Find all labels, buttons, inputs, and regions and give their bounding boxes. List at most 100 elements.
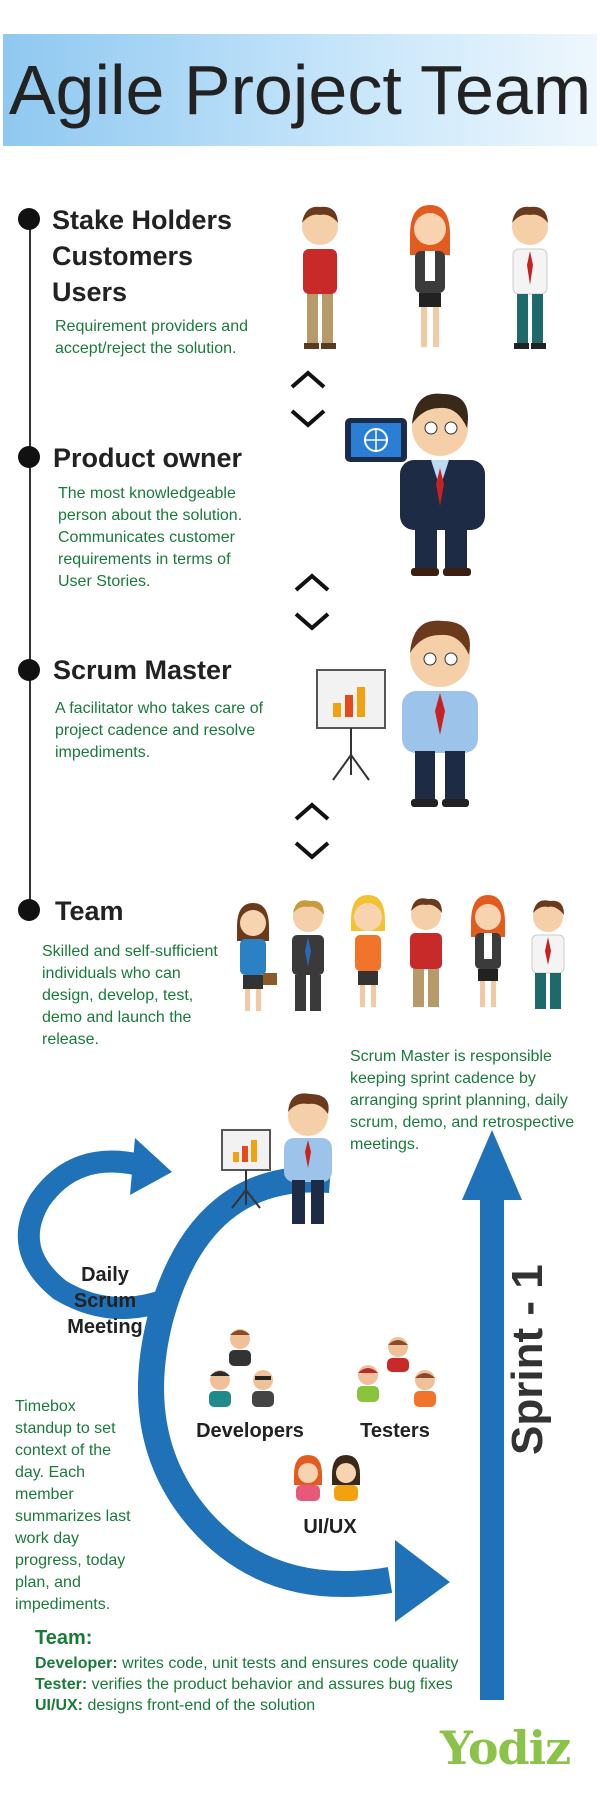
legend-role: UI/UX: bbox=[35, 1697, 83, 1714]
note-line: meetings. bbox=[350, 1136, 420, 1153]
developers-label: Developers bbox=[196, 1420, 304, 1442]
avatar-icon bbox=[229, 1329, 251, 1366]
legend-heading: Team: bbox=[35, 1627, 93, 1649]
scrum-master-small-figure bbox=[221, 1093, 332, 1224]
desc-line: Communicates customer bbox=[58, 529, 235, 546]
avatar-icon bbox=[414, 1370, 436, 1407]
desc-line: member bbox=[15, 1486, 74, 1503]
avatar-icon bbox=[252, 1370, 274, 1407]
person-icon bbox=[471, 895, 505, 1007]
timebox-description: Timebox standup to set context of the da… bbox=[15, 1396, 131, 1616]
timeline-line bbox=[29, 220, 31, 910]
note-line: Scrum Master is responsible bbox=[350, 1048, 552, 1065]
person-icon bbox=[237, 903, 277, 1011]
avatar-icon bbox=[357, 1365, 379, 1402]
timeline-dot bbox=[18, 899, 40, 921]
desc-line: day. Each bbox=[15, 1464, 85, 1481]
note-line: arranging sprint planning, daily bbox=[350, 1092, 568, 1109]
sprint-loop-arc bbox=[138, 1166, 393, 1597]
presentation-board-icon bbox=[316, 669, 386, 781]
desc-line: context of the bbox=[15, 1442, 112, 1459]
person-icon bbox=[292, 900, 324, 1011]
chevron-up-down-icon bbox=[290, 370, 326, 428]
desc-line: Timebox bbox=[15, 1398, 76, 1415]
sprint-vertical-arrow bbox=[480, 1190, 504, 1700]
desc-line: requirements in terms of bbox=[58, 551, 231, 568]
scrum-master-heading: Scrum Master bbox=[53, 655, 232, 685]
person-icon bbox=[410, 205, 450, 347]
yodiz-logo: Yodiz bbox=[440, 1720, 571, 1776]
avatar-icon bbox=[294, 1455, 322, 1501]
heading-line: Customers bbox=[52, 241, 194, 271]
testers-avatars bbox=[357, 1337, 436, 1407]
legend-text: designs front-end of the solution bbox=[83, 1697, 316, 1714]
desc-line: progress, today bbox=[15, 1552, 126, 1569]
legend-item: Developer: writes code, unit tests and e… bbox=[35, 1653, 458, 1674]
desc-line: impediments. bbox=[15, 1596, 111, 1613]
desc-line: A facilitator who takes care of bbox=[55, 700, 264, 717]
person-icon bbox=[512, 206, 548, 349]
sprint-cycle-diagram bbox=[17, 1130, 522, 1700]
desc-line: person about the solution. bbox=[58, 507, 243, 524]
team-figures bbox=[237, 895, 565, 1011]
stakeholder-figures bbox=[302, 205, 548, 349]
uiux-avatars bbox=[294, 1455, 360, 1501]
daily-scrum-label: Daily Scrum Meeting bbox=[55, 1262, 155, 1340]
desc-line: User Stories. bbox=[58, 573, 151, 590]
desc-line: impediments. bbox=[55, 744, 151, 761]
label-line: Meeting bbox=[67, 1316, 143, 1338]
scrum-master-note: Scrum Master is responsible keeping spri… bbox=[350, 1046, 574, 1156]
arrow-up-icon bbox=[462, 1130, 522, 1200]
logo-text: Yodiz bbox=[440, 1721, 571, 1775]
timeline-dot bbox=[18, 446, 40, 468]
timeline-dot bbox=[18, 659, 40, 681]
legend-list: Developer: writes code, unit tests and e… bbox=[35, 1653, 458, 1716]
desc-line: design, develop, test, bbox=[42, 987, 194, 1004]
desc-line: demo and launch the bbox=[42, 1009, 192, 1026]
desc-line: Skilled and self-sufficient bbox=[42, 943, 218, 960]
desc-line: accept/reject the solution. bbox=[55, 340, 237, 357]
scrum-master-figure bbox=[316, 620, 478, 807]
legend-text: verifies the product behavior and assure… bbox=[87, 1676, 453, 1693]
desc-line: summarizes last bbox=[15, 1508, 131, 1525]
person-icon bbox=[410, 898, 442, 1007]
desc-line: work day bbox=[15, 1530, 80, 1547]
stakeholders-description: Requirement providers and accept/reject … bbox=[55, 316, 248, 360]
desc-line: release. bbox=[42, 1031, 99, 1048]
note-line: scrum, demo, and retrospective bbox=[350, 1114, 575, 1131]
label-line: Daily bbox=[81, 1264, 129, 1286]
arrow-head-icon bbox=[395, 1540, 450, 1622]
chevron-up-down-icon bbox=[294, 573, 330, 631]
legend-text: writes code, unit tests and ensures code… bbox=[117, 1655, 459, 1672]
desc-line: The most knowledgeable bbox=[58, 485, 236, 502]
arrow-head-icon bbox=[130, 1138, 172, 1195]
heading-line: Stake Holders bbox=[52, 205, 233, 235]
product-owner-heading: Product owner bbox=[53, 443, 243, 473]
label-line: Scrum bbox=[73, 1290, 137, 1312]
desc-line: Requirement providers and bbox=[55, 318, 248, 335]
desc-line: plan, and bbox=[15, 1574, 81, 1591]
desc-line: individuals who can bbox=[42, 965, 181, 982]
product-owner-figure bbox=[345, 393, 485, 576]
developers-avatars bbox=[209, 1329, 274, 1407]
product-owner-description: The most knowledgeable person about the … bbox=[58, 483, 242, 593]
person-icon bbox=[351, 895, 385, 1007]
timeline-dot bbox=[18, 208, 40, 230]
legend-role: Tester: bbox=[35, 1676, 88, 1693]
page-title: Agile Project Team bbox=[8, 51, 592, 129]
desc-line: project cadence and resolve bbox=[55, 722, 256, 739]
note-line: keeping sprint cadence by bbox=[350, 1070, 536, 1087]
legend-role: Developer: bbox=[35, 1655, 118, 1672]
chevron-up-down-icon bbox=[294, 802, 330, 860]
team-description: Skilled and self-sufficient individuals … bbox=[42, 941, 218, 1051]
person-icon bbox=[302, 206, 338, 349]
avatar-icon bbox=[209, 1370, 231, 1407]
heading-line: Users bbox=[52, 277, 128, 307]
title-banner bbox=[3, 34, 597, 146]
legend-item: Tester: verifies the product behavior an… bbox=[35, 1674, 458, 1695]
person-icon bbox=[531, 900, 565, 1009]
daily-loop-arc bbox=[17, 1150, 169, 1319]
desc-line: standup to set bbox=[15, 1420, 116, 1437]
testers-label: Testers bbox=[360, 1420, 430, 1442]
avatar-icon bbox=[387, 1337, 409, 1372]
